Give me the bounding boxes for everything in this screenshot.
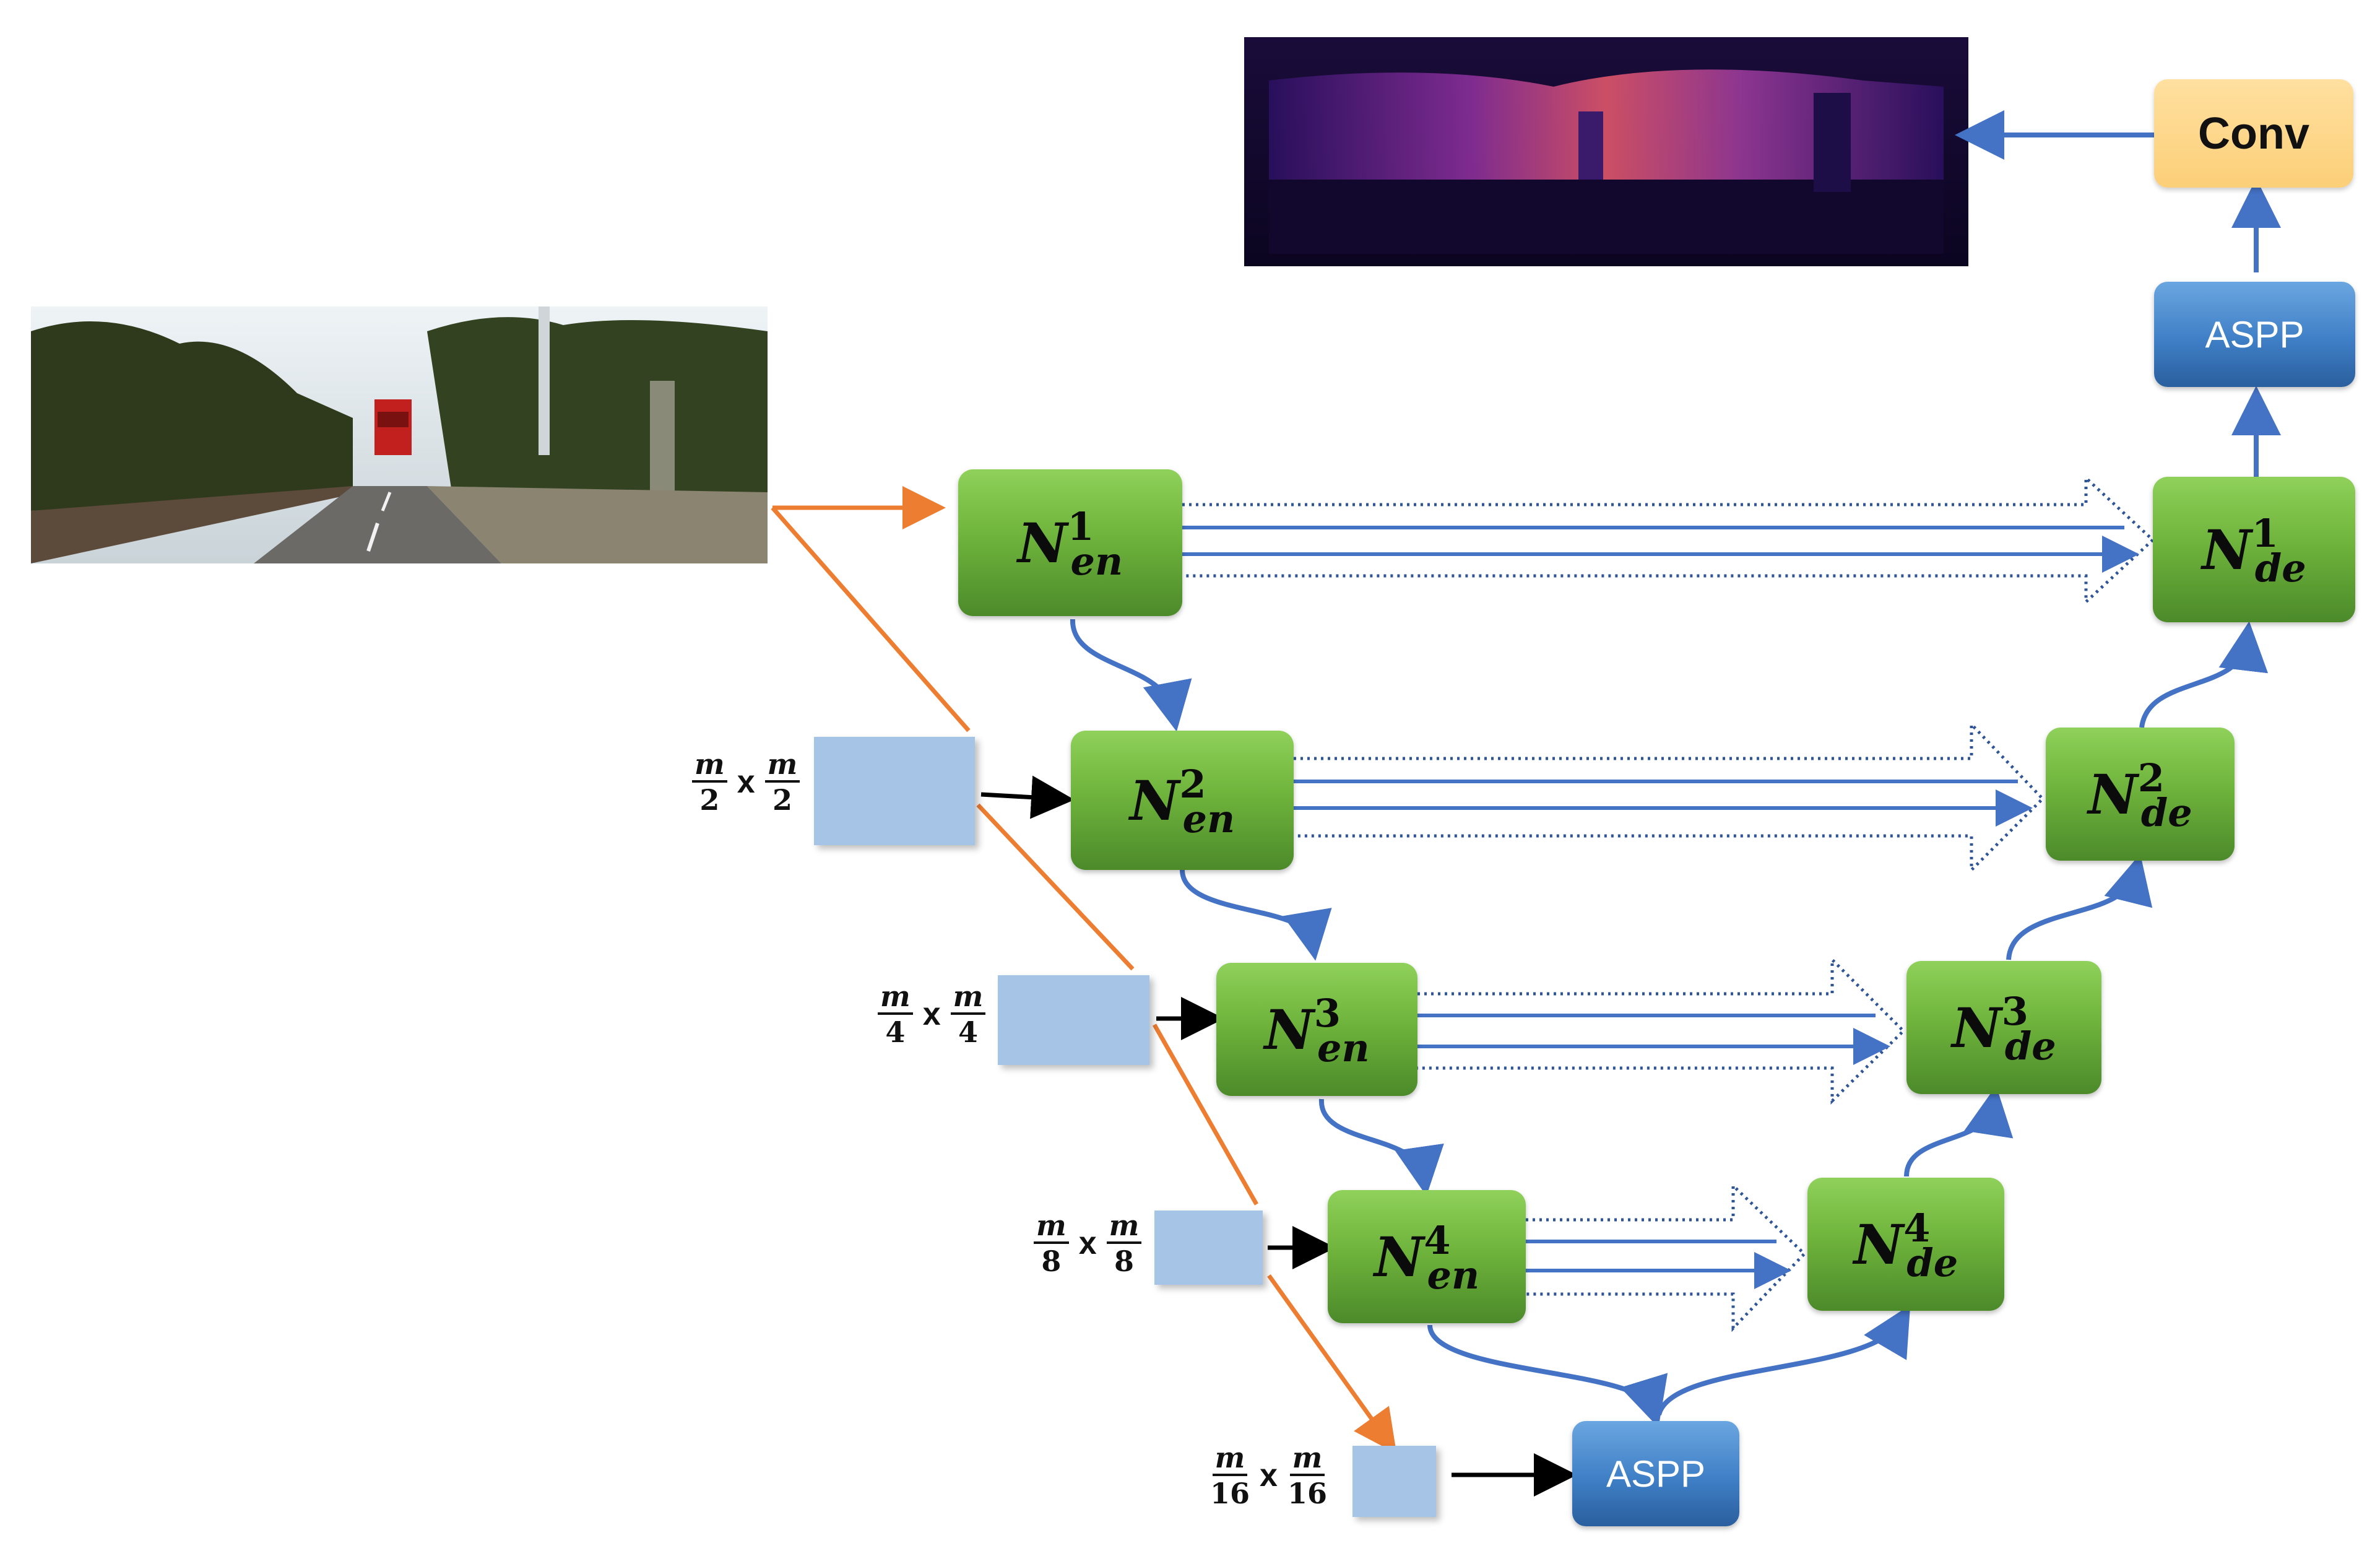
dec2-to-dec1-arrow	[2139, 621, 2269, 728]
aspp-bottom-label: ASPP	[1606, 1453, 1706, 1495]
decoder-block-1: N1de	[2153, 477, 2355, 622]
encoder-block-4: N4en	[1328, 1190, 1526, 1323]
decoder-label-2: N2de	[2088, 755, 2192, 835]
input-road-image	[31, 306, 768, 563]
scale-box-sixteenth	[1352, 1446, 1436, 1517]
encoder-block-1: N1en	[958, 469, 1182, 616]
conv-label: Conv	[2198, 108, 2309, 159]
scale-box-eighth	[1154, 1210, 1263, 1285]
output-depth-map	[1244, 37, 1968, 266]
skip-connection-3	[1417, 955, 1906, 1105]
decoder-block-3: N3de	[1906, 961, 2101, 1094]
enc3-to-enc4-arrow	[1318, 1098, 1444, 1196]
enc1-to-enc2-arrow	[1070, 619, 1192, 732]
decoder-block-4: N4de	[1807, 1178, 2004, 1311]
enc2-to-enc3-arrow	[1180, 869, 1332, 961]
black-arrow-1	[980, 775, 1075, 819]
orange-arrow-downsample	[771, 506, 1387, 1440]
dec3-to-dec2-arrow	[2006, 853, 2153, 960]
conv-block: Conv	[2154, 79, 2353, 188]
enc4-to-aspp-arrow	[1427, 1324, 1668, 1428]
encoder-label-4: N4en	[1374, 1217, 1480, 1298]
encoder-label-1: N1en	[1017, 503, 1123, 584]
skip-connection-2	[1294, 720, 2043, 874]
skip-connection-4	[1526, 1182, 1807, 1332]
decoder-label-4: N4de	[1853, 1205, 1958, 1285]
encoder-label-3: N3en	[1264, 990, 1370, 1071]
encoder-block-2: N2en	[1071, 731, 1294, 870]
scale-box-half	[814, 737, 975, 845]
encoder-label-2: N2en	[1129, 761, 1235, 841]
decoder-label-3: N3de	[1952, 988, 2056, 1069]
aspp-top-label: ASPP	[2205, 313, 2304, 355]
encoder-block-3: N3en	[1216, 963, 1417, 1096]
skip-connection-1	[1182, 474, 2155, 606]
decoder-block-2: N2de	[2046, 728, 2235, 861]
dec4-to-dec3-arrow	[1904, 1085, 2014, 1177]
aspp-block-top: ASPP	[2154, 282, 2355, 387]
aspp-block-bottom: ASPP	[1572, 1421, 1739, 1526]
decoder-label-1: N1de	[2202, 510, 2306, 591]
aspp-to-dec4-arrow	[1656, 1305, 1911, 1416]
scale-box-quarter	[998, 975, 1149, 1065]
